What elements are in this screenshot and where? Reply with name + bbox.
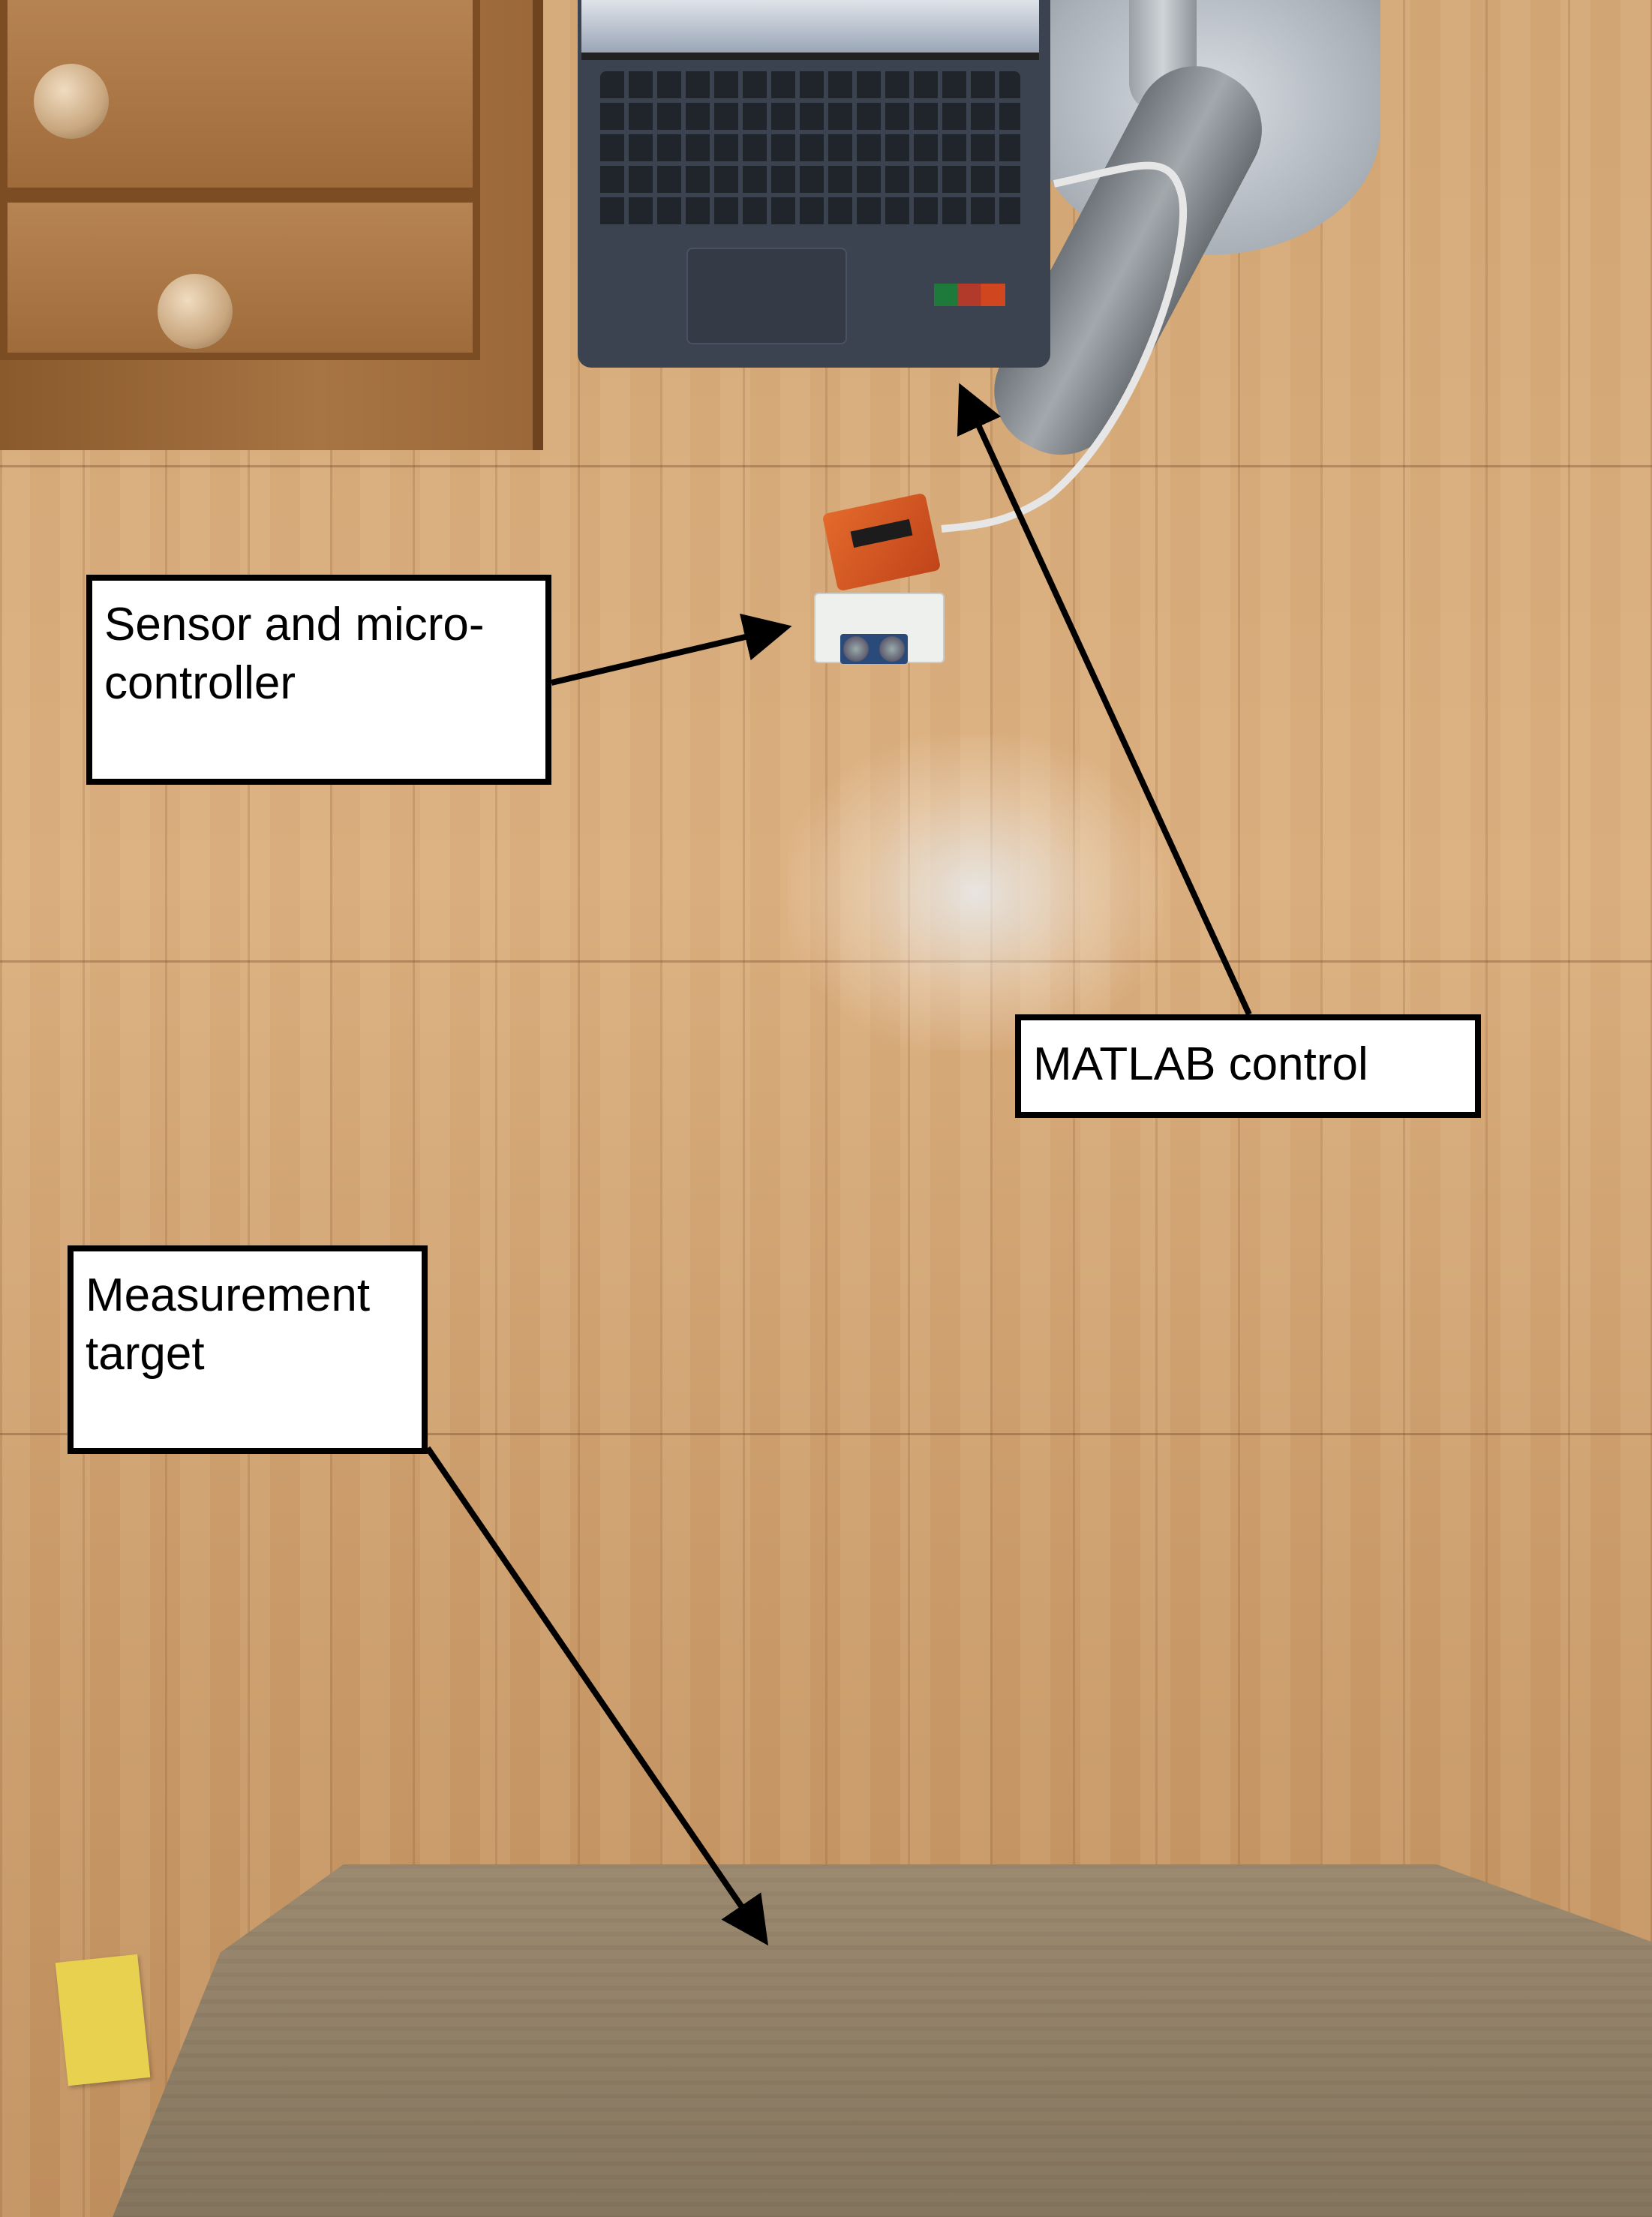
sensor-transducer: [879, 636, 905, 662]
laptop-stickers: [934, 284, 1005, 306]
floor-seam: [0, 1433, 1652, 1435]
sensor-transducer: [843, 636, 869, 662]
laptop-screen: [581, 0, 1039, 60]
drawer-knob: [34, 64, 109, 139]
drawer-knob: [158, 274, 233, 349]
target-label: Measurement target: [68, 1245, 428, 1454]
laptop-touchpad: [686, 248, 847, 344]
target-wood-grain: [113, 1864, 1652, 2217]
light-glare: [788, 735, 1163, 1050]
sensor-label: Sensor and micro-controller: [86, 575, 551, 785]
sensor-arrow: [551, 613, 792, 686]
target-arrow: [425, 1446, 769, 1946]
laptop-key-rows: [600, 71, 1020, 229]
drawer-bottom: [0, 195, 480, 360]
matlab-label: MATLAB control: [1015, 1014, 1481, 1118]
matlab-arrow: [957, 383, 1252, 1016]
measurement-target-board: [113, 1864, 1652, 2217]
floor-seam: [0, 465, 1652, 467]
